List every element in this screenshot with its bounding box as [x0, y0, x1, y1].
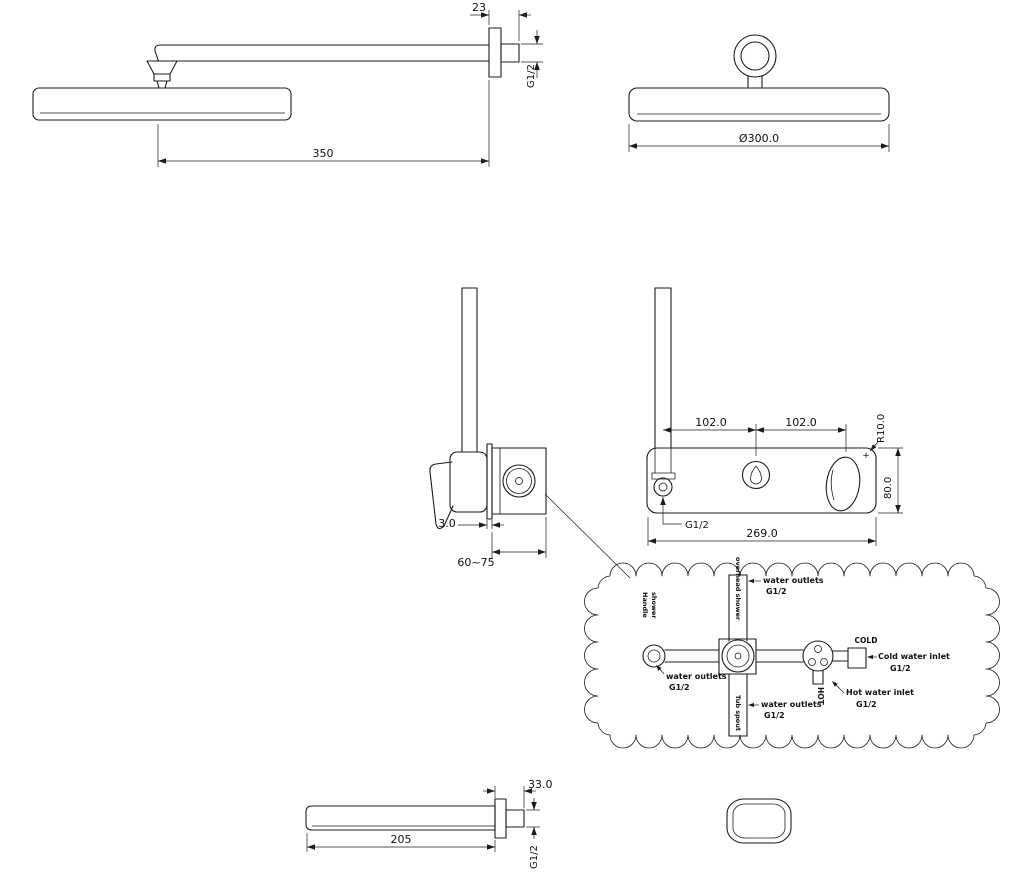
escutcheon-plate — [486, 443, 493, 520]
label-cold-tag: COLD — [855, 636, 878, 645]
dim-flange-width-label: 23 — [472, 1, 486, 14]
arm-nut — [146, 60, 178, 75]
in-wall-box — [491, 447, 547, 515]
dim-plate-height-label: 80.0 — [883, 477, 894, 499]
view-shower-head-front: Ø300.0 — [628, 34, 890, 152]
dimension-flange-width: 23 — [470, 1, 531, 41]
pipe-union — [653, 477, 673, 497]
dimension-head-diameter: Ø300.0 — [628, 124, 890, 152]
spout-front-outer — [726, 798, 792, 844]
label-left-outlet: water outlets — [666, 672, 727, 681]
arm-stem — [156, 80, 168, 89]
label-bottom-outlet: water outlets — [761, 700, 822, 709]
dim-spacing-right-label: 102.0 — [785, 416, 817, 429]
label-hot-inlet-thread: G1/2 — [856, 700, 877, 709]
dimension-plate-height: 80.0 — [878, 447, 903, 514]
spout-wall-flange — [494, 798, 507, 839]
inlet-check-valve — [802, 640, 834, 672]
label-top-outlet: water outlets — [763, 576, 824, 585]
label-hot-inlet: Hot water inlet — [846, 688, 914, 697]
dimension-arm-length: 350 — [157, 80, 490, 167]
dim-trim-thread-label: G1/2 — [685, 520, 709, 531]
detail-cloud: water outlets G1/2 overhead shower Handl… — [584, 557, 1000, 749]
view-valve-front: + 102.0 102.0 R10.0 80.0 — [646, 287, 903, 546]
hanging-ring-inner — [740, 41, 770, 71]
label-hand-shower-1: Handle — [641, 592, 649, 618]
label-tub-spout: Tub spout — [734, 695, 742, 731]
diverter-knob — [750, 465, 762, 485]
label-hand-shower-2: shower — [650, 592, 658, 619]
arm-collar — [153, 73, 171, 82]
label-hot-tag: HOT — [816, 687, 825, 706]
dim-arm-length-label: 350 — [313, 147, 334, 160]
dimension-trim-thread: G1/2 — [660, 497, 709, 531]
dimension-spout-flange: 33.0 — [483, 778, 553, 808]
dimension-corner-radius: R10.0 — [869, 414, 887, 452]
spout-front-inner — [732, 803, 786, 839]
label-cold-inlet: Cold water inlet — [878, 652, 950, 661]
view-shower-arm-side: 23 G1/2 350 — [32, 1, 543, 167]
view-spout-front — [726, 798, 792, 844]
dim-plate-thickness-label: 3.0 — [438, 517, 456, 530]
shower-arm — [154, 44, 490, 62]
valve-handle-lever — [429, 461, 454, 530]
label-overhead-shower: overhead shower — [734, 557, 742, 621]
dim-corner-radius-label: R10.0 — [876, 414, 887, 443]
spout-wall-fitting — [505, 809, 525, 828]
dim-spout-thread-label: G1/2 — [529, 845, 540, 869]
view-spout-side: 33.0 205 G1/2 — [305, 778, 553, 869]
trim-plate — [646, 447, 877, 514]
dimension-plate-width: 269.0 — [647, 517, 877, 546]
dimension-spacing: 102.0 102.0 — [663, 416, 847, 456]
cloud-outline — [584, 562, 1000, 749]
hanging-ring-outer — [733, 34, 777, 78]
dim-spacing-left-label: 102.0 — [695, 416, 727, 429]
rough-in-schematic — [642, 574, 867, 737]
pipe-union-nut — [651, 472, 676, 480]
label-bottom-outlet-thread: G1/2 — [764, 711, 785, 720]
valve-cartridge-outer — [502, 464, 536, 498]
shower-head-side-outline — [32, 87, 292, 121]
dimension-install-depth: 60~75 — [457, 517, 547, 569]
valve-cartridge-inner — [506, 468, 532, 494]
view-valve-side: 3.0 60~75 — [429, 287, 631, 579]
label-left-outlet-thread: G1/2 — [669, 683, 690, 692]
shower-head-front-outline — [628, 87, 890, 122]
detail-leader-line — [544, 493, 631, 579]
lever-handle-front — [825, 456, 861, 512]
hand-shower-outlet — [642, 644, 666, 668]
label-cold-inlet-thread: G1/2 — [890, 664, 911, 673]
dimension-spout-length: 205 — [306, 833, 496, 852]
diverter-trim — [741, 460, 771, 490]
plus-mark: + — [862, 451, 870, 461]
detail-labels: water outlets G1/2 overhead shower Handl… — [641, 557, 950, 731]
cold-inlet-fitting — [847, 647, 867, 669]
dim-arm-thread-label: G1/2 — [526, 64, 537, 88]
rough-in-valve-body — [718, 638, 757, 675]
dimension-plate-thickness: 3.0 — [438, 517, 504, 530]
dim-plate-width-label: 269.0 — [746, 527, 778, 540]
valve-body — [449, 451, 488, 513]
dimension-spout-thread: G1/2 — [526, 798, 540, 869]
dim-head-diameter-label: Ø300.0 — [739, 132, 779, 145]
dim-spout-length-label: 205 — [391, 833, 412, 846]
wall-flange — [488, 27, 502, 78]
dim-spout-flange-label: 33.0 — [528, 778, 553, 791]
dimension-arm-thread: G1/2 — [521, 30, 543, 88]
wall-fitting — [500, 43, 520, 63]
label-top-outlet-thread: G1/2 — [766, 587, 787, 596]
dim-install-depth-label: 60~75 — [457, 556, 494, 569]
tub-spout-body — [305, 805, 496, 831]
